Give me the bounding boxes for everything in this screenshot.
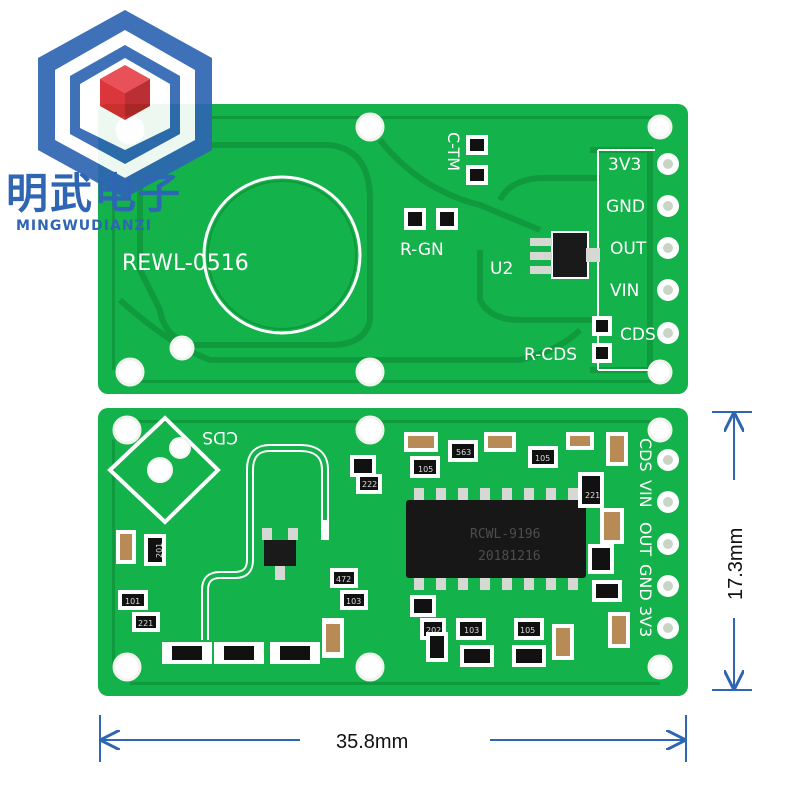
top-pin-pads [657, 153, 679, 344]
ic-marking-line1: RCWL-9196 [470, 527, 540, 542]
height-dimension: 17.3mm [712, 411, 752, 691]
smd-code-13: 221 [585, 491, 600, 500]
smd-code-7: 101 [125, 597, 140, 606]
bottom-mounting-holes [112, 415, 673, 682]
top-pin-label-5: CDS [620, 325, 656, 345]
smd-code-3: 105 [535, 454, 550, 463]
smd-code-11: 103 [464, 626, 479, 635]
smd-code-5: 103 [346, 597, 361, 606]
bottom-pin-label-5: 3V3 [636, 606, 655, 637]
smd-code-4: 222 [362, 480, 377, 489]
top-pin-label-2: GND [606, 197, 645, 217]
smd-code-8: 221 [138, 619, 153, 628]
bottom-pin-label-4: GND [636, 564, 655, 601]
top-pin-label-3: OUT [610, 239, 647, 259]
top-pin-label-1: 3V3 [608, 155, 641, 175]
bottom-board: CDS [98, 408, 688, 696]
smd-code-1: 105 [418, 465, 433, 474]
smd-code-2: 563 [456, 448, 471, 457]
r-gn-label: R-GN [400, 240, 444, 260]
model-label: REWL-0516 [122, 251, 249, 276]
smd-code-10: 202 [426, 626, 441, 635]
top-board-via-rows [112, 116, 660, 383]
rf-transistor [262, 528, 298, 580]
height-dimension-label: 17.3mm [725, 528, 747, 600]
cds-sensor-label: CDS [202, 427, 238, 447]
bottom-pin-label-1: CDS [636, 438, 655, 472]
top-pin-label-4: VIN [610, 281, 639, 301]
c-tm-label: C-TM [444, 132, 463, 171]
brand-name-chinese: 明武电子 [6, 169, 183, 218]
u2-regulator [530, 231, 600, 279]
smd-code-12: 105 [520, 626, 535, 635]
bottom-pin-label-2: VIN [636, 480, 655, 508]
bottom-pin-pads [657, 449, 679, 639]
cds-sensor-outline [107, 415, 221, 525]
u2-label: U2 [490, 259, 513, 279]
main-ic: RCWL-9196 20181216 [406, 488, 586, 590]
ic-marking-line2: 20181216 [478, 549, 541, 564]
top-smd-pads [404, 135, 612, 363]
smd-components: 105 563 105 222 103 472 101 221 [116, 432, 630, 667]
smd-code-9: 201 [155, 543, 164, 558]
logo-red-cube [100, 65, 150, 120]
smd-code-6: 472 [336, 575, 351, 584]
brand-logo [38, 10, 212, 198]
brand-name-english: MINGWUDIANZI [16, 218, 152, 234]
r-cds-label: R-CDS [524, 345, 577, 365]
bottom-board-via-rows [112, 420, 660, 685]
bottom-pin-label-3: OUT [636, 522, 655, 556]
width-dimension: 35.8mm [99, 715, 687, 762]
antenna-ring [202, 175, 362, 335]
width-dimension-label: 35.8mm [336, 731, 408, 753]
